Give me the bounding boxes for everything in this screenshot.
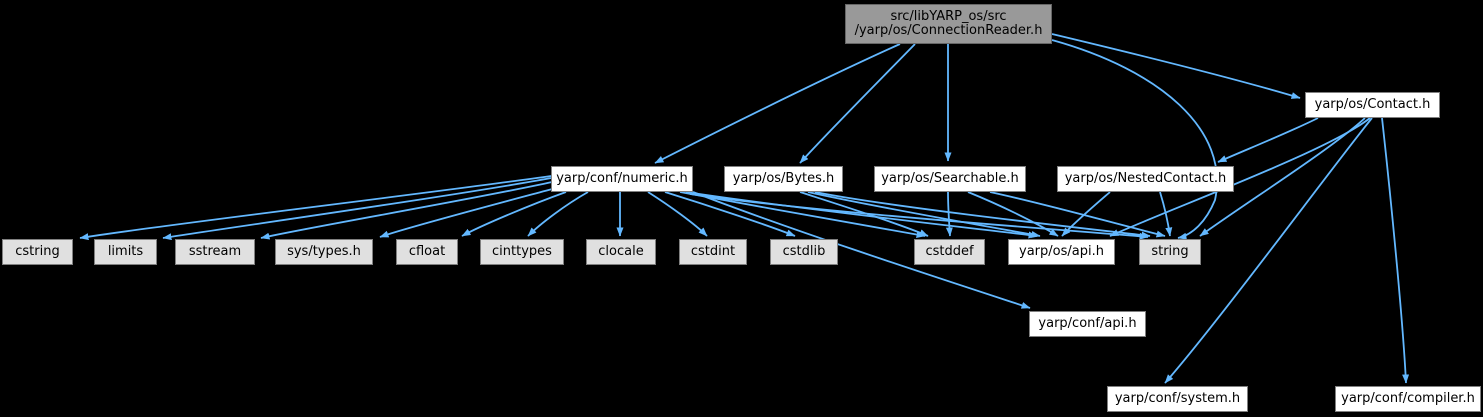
graph-node-cstddef[interactable]: cstddef <box>914 239 985 265</box>
graph-edge-searchable-to-osapi <box>967 191 1059 237</box>
graph-node-confapi[interactable]: yarp/conf/api.h <box>1029 311 1146 337</box>
graph-edge-numeric-to-systypes <box>379 187 557 238</box>
graph-edge-nested-to-osapi <box>1061 191 1111 237</box>
graph-node-systypes[interactable]: sys/types.h <box>275 239 373 265</box>
graph-edge-nested-to-string <box>1159 191 1173 237</box>
graph-node-string[interactable]: string <box>1139 239 1201 265</box>
graph-edge-contact-to-nested <box>1217 117 1319 163</box>
graph-edge-numeric-to-cstring <box>79 175 552 241</box>
graph-node-confcompiler[interactable]: yarp/conf/compiler.h <box>1335 386 1481 412</box>
graph-edge-contact-to-confsystem <box>1164 117 1373 384</box>
graph-edge-root-to-string <box>1051 39 1218 240</box>
graph-edge-contact-to-osapi <box>1109 117 1371 237</box>
graph-node-osapi[interactable]: yarp/os/api.h <box>1008 239 1115 265</box>
graph-edge-searchable-to-cstddef <box>945 191 953 237</box>
graph-edge-numeric-to-limits <box>162 177 552 241</box>
graph-node-clocale[interactable]: clocale <box>586 239 656 265</box>
graph-node-searchable[interactable]: yarp/os/Searchable.h <box>874 166 1026 192</box>
graph-node-cinttypes[interactable]: cinttypes <box>480 239 564 265</box>
graph-node-limits[interactable]: limits <box>94 239 157 265</box>
graph-node-cstdint[interactable]: cstdint <box>679 239 747 265</box>
graph-edge-numeric-to-cfloat <box>461 191 567 237</box>
graph-node-nested[interactable]: yarp/os/NestedContact.h <box>1057 166 1234 192</box>
graph-node-bytes[interactable]: yarp/os/Bytes.h <box>724 166 843 192</box>
graph-node-cstring[interactable]: cstring <box>2 239 73 265</box>
graph-edge-contact-to-confcompiler <box>1381 117 1410 384</box>
graph-edge-numeric-to-osapi <box>685 191 1038 239</box>
graph-edge-root-to-bytes <box>799 43 916 164</box>
graph-edge-numeric-to-string <box>689 193 1149 240</box>
graph-edge-numeric-to-cstddef <box>679 191 926 238</box>
graph-edge-numeric-to-cinttypes <box>527 191 589 237</box>
graph-node-cfloat[interactable]: cfloat <box>396 239 458 265</box>
graph-edge-bytes-to-string <box>814 191 1151 239</box>
graph-node-contact[interactable]: yarp/os/Contact.h <box>1305 92 1440 118</box>
graph-edge-numeric-to-cstdint <box>647 191 708 237</box>
graph-edge-root-to-contact <box>1051 33 1301 99</box>
graph-edge-bytes-to-osapi <box>807 191 1041 238</box>
graph-node-confsystem[interactable]: yarp/conf/system.h <box>1107 386 1248 412</box>
graph-node-sstream[interactable]: sstream <box>175 239 255 265</box>
graph-node-numeric[interactable]: yarp/conf/numeric.h <box>551 166 693 192</box>
graph-edge-numeric-to-sstream <box>260 181 553 240</box>
graph-edge-numeric-to-confapi <box>692 191 1031 309</box>
graph-node-cstdlib[interactable]: cstdlib <box>770 239 838 265</box>
graph-edge-numeric-to-cstdlib <box>664 191 796 237</box>
graph-node-root: src/libYARP_os/src /yarp/os/ConnectionRe… <box>845 4 1052 44</box>
graph-edge-root-to-numeric <box>654 43 901 164</box>
